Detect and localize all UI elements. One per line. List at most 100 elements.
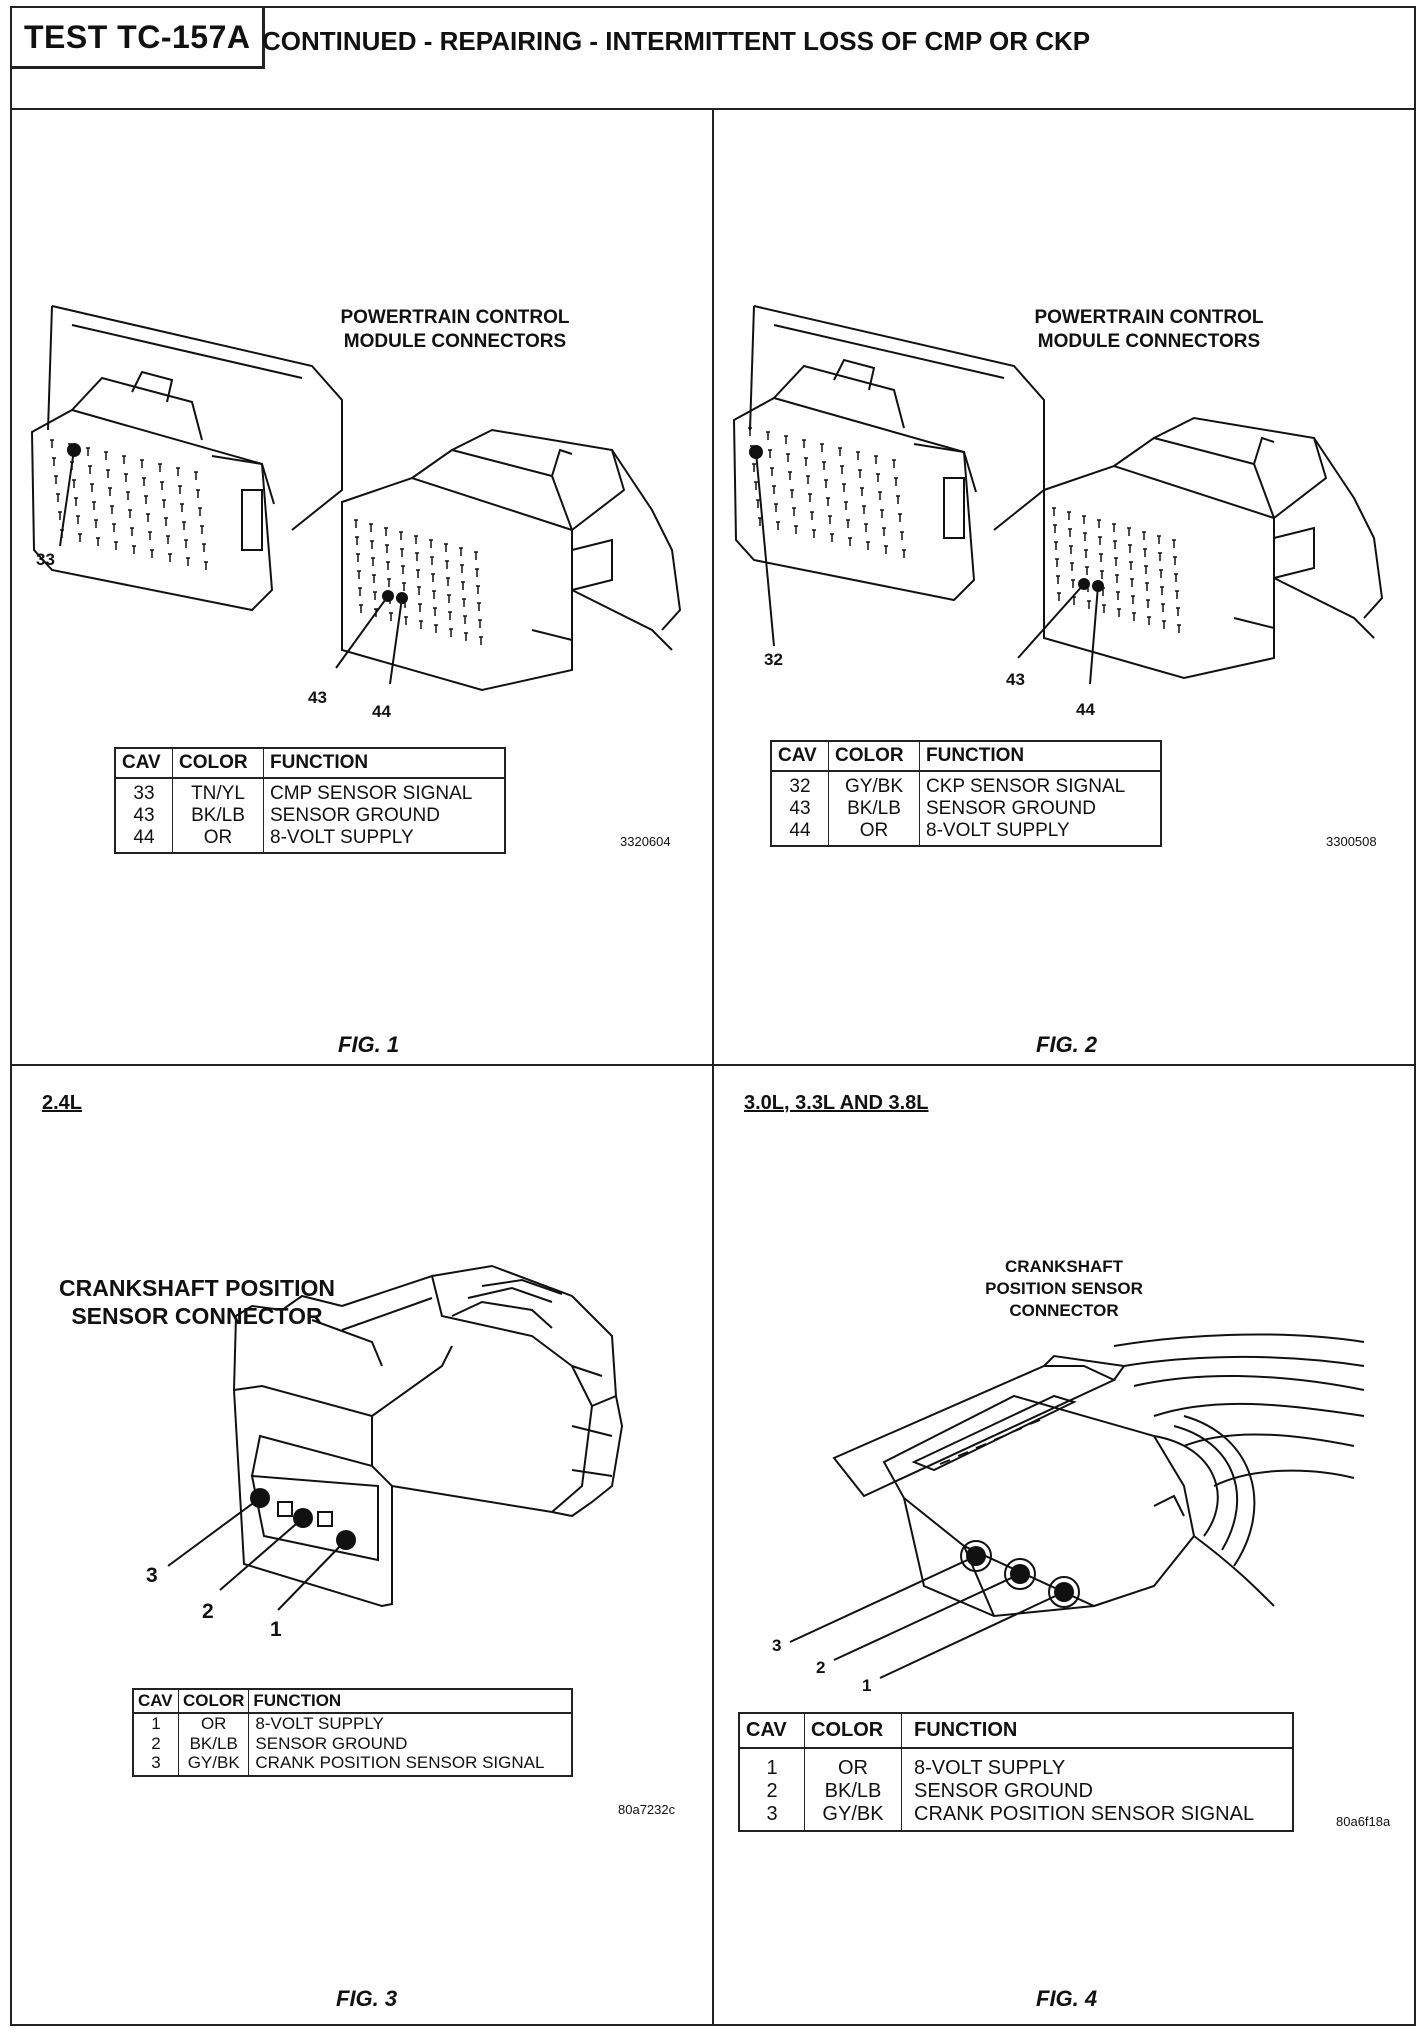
- cell-color: OR: [178, 1713, 250, 1734]
- pin-cavity: [1084, 549, 1088, 558]
- pin-cavity: [164, 517, 168, 526]
- pin-cavity: [900, 531, 904, 540]
- pin-cavity: [130, 527, 134, 536]
- cell-function: CRANK POSITION SENSOR SIGNAL: [914, 1803, 1255, 1825]
- pin-cavity: [462, 598, 466, 607]
- pin-cavity: [148, 531, 152, 540]
- cell-function: 8-VOLT SUPPLY: [255, 1714, 384, 1733]
- pin-cavity: [1102, 604, 1106, 613]
- pin-cavity: [766, 431, 770, 440]
- pin-cavity: [898, 513, 902, 522]
- callout-1: 1: [270, 1618, 282, 1641]
- callout-3: 3: [146, 1564, 158, 1587]
- pin-cavity: [866, 541, 870, 550]
- pin-cavity: [1177, 624, 1181, 633]
- leader-line-3: [167, 1497, 261, 1567]
- pin-cavity: [444, 543, 448, 552]
- panel-divider-vertical: [712, 110, 714, 2026]
- leader-line-2: [833, 1573, 1021, 1661]
- pin-cavity: [94, 519, 98, 528]
- pin-cavity: [146, 513, 150, 522]
- crankshaft-sensor-connector-illustration: [167, 1264, 624, 1611]
- pin-cavity: [414, 535, 418, 544]
- pin-cavity: [1053, 524, 1057, 533]
- pin-cavity: [1131, 595, 1135, 604]
- pin-cavity: [144, 495, 148, 504]
- pin-cavity: [385, 544, 389, 553]
- ref-code: 80a6f18a: [1336, 1814, 1391, 1829]
- pin-cavity: [355, 536, 359, 545]
- pin-cavity: [1132, 612, 1136, 621]
- table-header-row: CAV COLOR FUNCTION: [771, 741, 1161, 772]
- leader-line-1: [277, 1539, 347, 1611]
- pin-cavity: [1172, 539, 1176, 548]
- col-color: COLOR: [804, 1713, 902, 1749]
- pin-cavity: [204, 561, 208, 570]
- col-color: COLOR: [828, 741, 920, 772]
- figure-1-panel: POWERTRAIN CONTROL MODULE CONNECTORS: [12, 110, 712, 1064]
- table-header-row: CAV COLOR FUNCTION: [115, 748, 505, 779]
- pin-cavity: [824, 479, 828, 488]
- pin-cavity: [1147, 616, 1151, 625]
- cell-function: 8-VOLT SUPPLY: [914, 1757, 1066, 1779]
- pin-cavity: [178, 485, 182, 494]
- pin-cavity: [820, 443, 824, 452]
- col-cav: CAV: [739, 1713, 805, 1749]
- pin-cavity: [110, 505, 114, 514]
- leader-line-44: [389, 597, 403, 685]
- pin-cavity: [476, 585, 480, 594]
- pin-cavity: [52, 457, 56, 466]
- crankshaft-sensor-connector-illustration: [789, 1333, 1365, 1679]
- callout-44: 44: [372, 702, 391, 721]
- cell-color: BK/LB: [828, 797, 920, 820]
- pin-cavity: [1128, 544, 1132, 553]
- cell-function: 8-VOLT SUPPLY: [270, 826, 414, 848]
- pin-cavity: [76, 515, 80, 524]
- pin-cavity: [1100, 570, 1104, 579]
- pin-cavity: [806, 475, 810, 484]
- page-header: TEST TC-157A CONTINUED - REPAIRING - INT…: [12, 8, 1414, 110]
- leader-line-43: [1017, 583, 1085, 659]
- pin-cavity: [372, 574, 376, 583]
- pin-cavity: [404, 616, 408, 625]
- cell-cav: 44: [115, 826, 173, 853]
- cell-function: SENSOR GROUND: [255, 1733, 408, 1753]
- pin-cavity: [434, 624, 438, 633]
- col-color: COLOR: [178, 1689, 250, 1714]
- leader-line-43: [335, 595, 389, 669]
- figure-label: FIG. 3: [336, 1986, 398, 2011]
- pin-cavity: [356, 553, 360, 562]
- pin-cavity: [1070, 562, 1074, 571]
- pin-cavity: [184, 539, 188, 548]
- pin-cavity: [401, 565, 405, 574]
- pin-cavity: [386, 561, 390, 570]
- pin-cavity: [72, 479, 76, 488]
- cell-cav: 2: [133, 1733, 179, 1754]
- pin-cavity: [370, 540, 374, 549]
- leader-line-1: [879, 1591, 1065, 1679]
- cell-color: BK/LB: [178, 1733, 250, 1754]
- pin-cavity: [160, 481, 164, 490]
- figure-label: FIG. 4: [1036, 1986, 1098, 2011]
- cell-color: OR: [172, 826, 264, 853]
- cell-cav: 44: [771, 819, 829, 846]
- pin-cavity: [1144, 565, 1148, 574]
- pin-cavity: [447, 594, 451, 603]
- pin-cavity: [1127, 527, 1131, 536]
- cell-function: SENSOR GROUND: [914, 1780, 1093, 1802]
- cell-cav: 43: [115, 804, 173, 827]
- col-function: FUNCTION: [919, 741, 1161, 772]
- pin-cavity: [1068, 528, 1072, 537]
- ref-code: 80a7232c: [618, 1802, 676, 1817]
- pin-cavity: [846, 519, 850, 528]
- ref-code: 3320604: [620, 834, 671, 849]
- pin-cavity: [842, 483, 846, 492]
- col-cav: CAV: [133, 1689, 179, 1714]
- pin-cavity: [812, 529, 816, 538]
- pin-cavity: [449, 628, 453, 637]
- cell-cav: 33: [115, 778, 173, 805]
